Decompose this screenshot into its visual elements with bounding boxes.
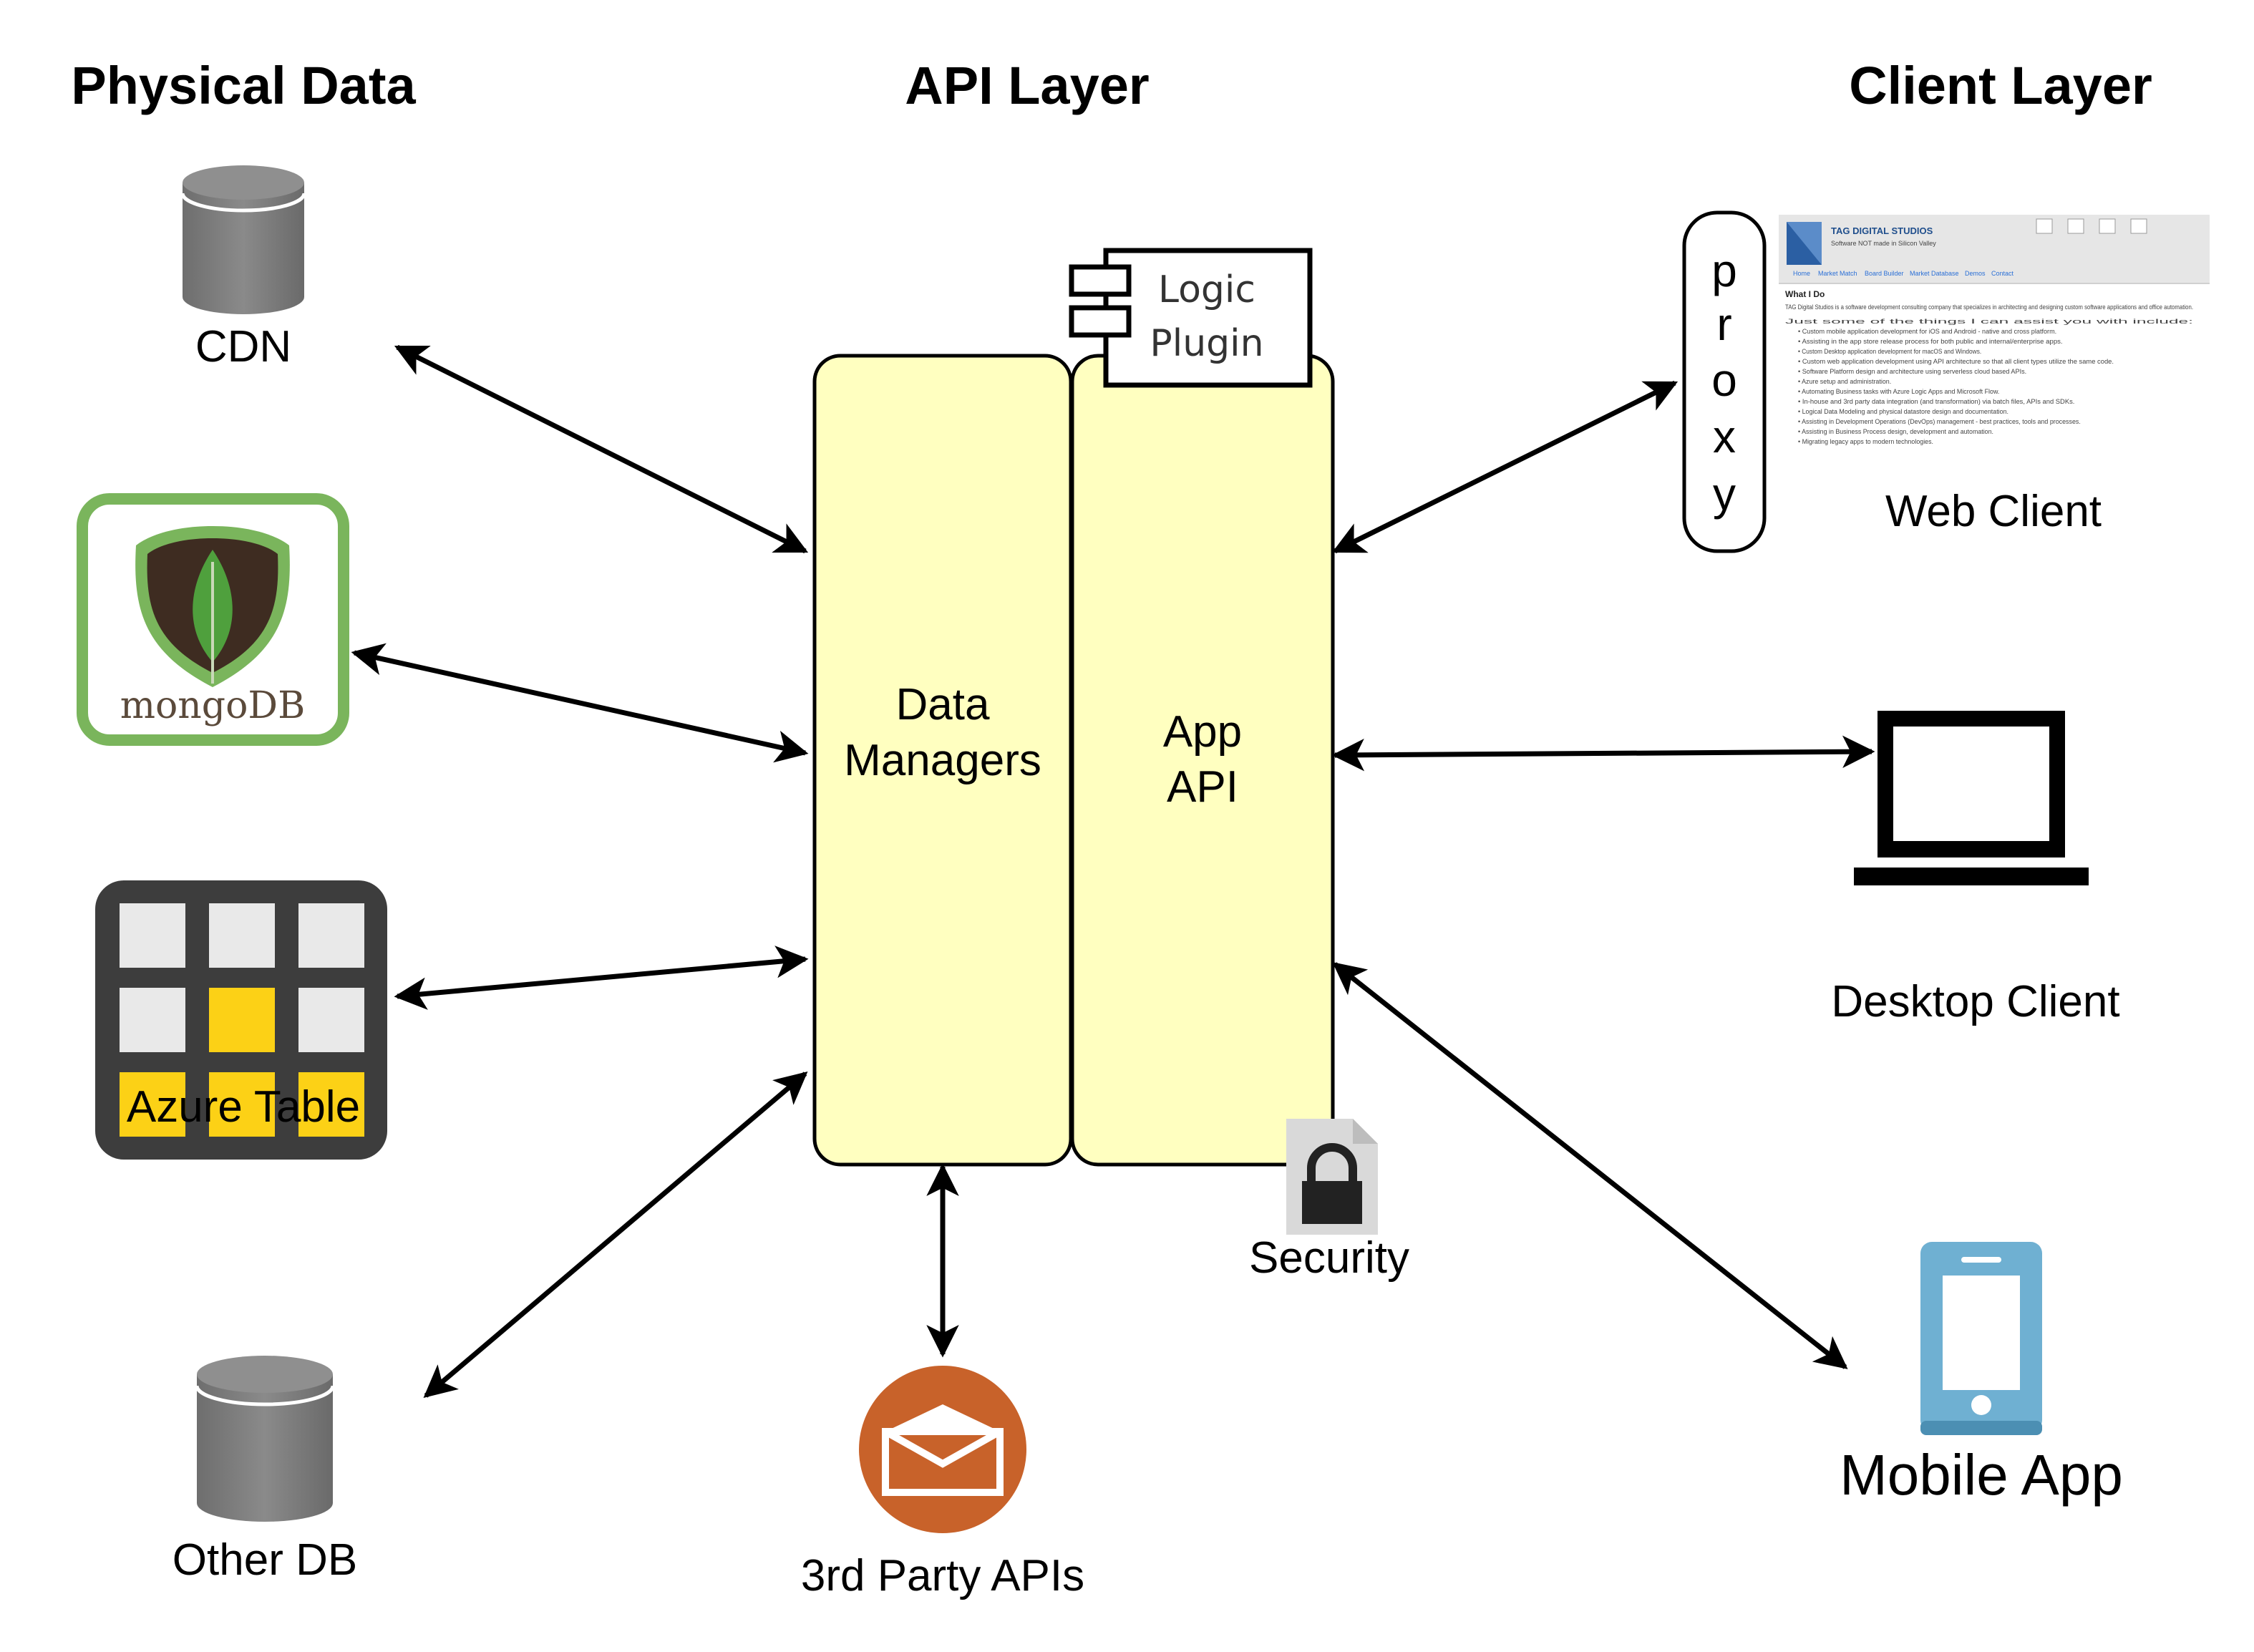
- proxy-letter: y: [1713, 468, 1736, 520]
- logic-plugin-component: [1069, 248, 1313, 388]
- arrow-cdn-data-managers: [394, 344, 809, 554]
- mongodb-icon: [77, 493, 349, 746]
- arrow-app-api-desktop: [1331, 735, 1875, 772]
- heading-api-layer: API Layer: [905, 56, 1149, 115]
- web-thumb-nav-item: Demos: [1965, 270, 1986, 277]
- web-client-thumbnail: TAG DIGITAL STUDIOS Software NOT made in…: [1779, 215, 2210, 465]
- web-thumb-bullet: • Custom mobile application development …: [1798, 328, 2056, 335]
- web-thumb-tagline: Software NOT made in Silicon Valley: [1831, 240, 1936, 247]
- desktop-client-label: Desktop Client: [1831, 977, 2119, 1026]
- azure-table-label: Azure Table: [127, 1082, 360, 1132]
- arrow-app-api-proxy: [1331, 380, 1679, 554]
- other-db-database-icon: [195, 1356, 335, 1522]
- web-thumb-bullet: • Azure setup and administration.: [1798, 378, 1891, 385]
- web-thumb-bullet: • Custom web application development usi…: [1798, 358, 2114, 365]
- security-label: Security: [1249, 1233, 1409, 1283]
- web-thumb-brand: TAG DIGITAL STUDIOS: [1831, 225, 1933, 236]
- proxy-letter: o: [1711, 354, 1737, 406]
- web-thumb-paragraph: TAG Digital Studios is a software develo…: [1785, 303, 2193, 311]
- heading-client-layer: Client Layer: [1849, 56, 2152, 115]
- azure-table-icon: [95, 880, 387, 1160]
- web-client-label: Web Client: [1885, 487, 2102, 536]
- arrow-azure-data-managers: [394, 946, 809, 1010]
- security-lock-icon: [1286, 1119, 1378, 1235]
- arrow-mongodb-data-managers: [351, 643, 809, 763]
- proxy-letter: p: [1711, 245, 1737, 296]
- envelope-icon: [859, 1366, 1026, 1533]
- laptop-icon: [1854, 711, 2089, 885]
- cdn-database-icon: [180, 165, 306, 314]
- web-thumb-nav-item: Board Builder: [1865, 270, 1904, 277]
- connectors: [351, 344, 1875, 1398]
- app-api-label-line2: API: [1167, 762, 1238, 812]
- app-api-box: [1070, 354, 1335, 1167]
- mobile-app-label: Mobile App: [1840, 1443, 2123, 1507]
- web-thumb-bullet: • Migrating legacy apps to modern techno…: [1798, 438, 1933, 445]
- logic-plugin-label-line1: Logic: [1158, 268, 1255, 311]
- arrow-app-api-mobile: [1332, 962, 1848, 1369]
- web-thumb-nav-item: Market Match: [1818, 270, 1857, 277]
- app-api-label-line1: App: [1163, 707, 1242, 757]
- web-thumb-nav-item: Contact: [1991, 270, 2014, 277]
- mongodb-label: mongoDB: [120, 684, 306, 727]
- web-thumb-nav-item: Market Database: [1910, 270, 1959, 277]
- other-db-label: Other DB: [173, 1535, 357, 1585]
- proxy-letter: r: [1716, 298, 1731, 350]
- web-thumb-heading: What I Do: [1785, 289, 1825, 299]
- web-thumb-bullet: • Software Platform design and architect…: [1798, 368, 2026, 375]
- web-thumb-bullet: • In-house and 3rd party data integratio…: [1798, 398, 2074, 405]
- web-thumb-bullet: • Assisting in Business Process design, …: [1798, 428, 1993, 435]
- web-thumb-paragraph: Just some of the things I can assist you…: [1785, 318, 2193, 325]
- web-thumb-bullet: • Automating Business tasks with Azure L…: [1798, 388, 1999, 395]
- data-managers-label-line1: Data: [896, 680, 990, 729]
- web-thumb-nav-item: Home: [1793, 270, 1810, 277]
- proxy-letter: x: [1713, 411, 1736, 462]
- logic-plugin-label-line2: Plugin: [1150, 322, 1263, 365]
- arrow-other-db-data-managers: [423, 1072, 808, 1398]
- cdn-label: CDN: [195, 322, 291, 371]
- mobile-phone-icon: [1920, 1242, 2042, 1435]
- web-thumb-bullet: • Assisting in Development Operations (D…: [1798, 418, 2081, 425]
- web-thumb-bullet: • Custom Desktop application development…: [1798, 348, 1981, 355]
- proxy-box: [1682, 210, 1767, 553]
- web-thumb-bullet: • Assisting in the app store release pro…: [1798, 338, 2063, 345]
- third-party-apis-label: 3rd Party APIs: [801, 1551, 1084, 1600]
- data-managers-label-line2: Managers: [844, 736, 1041, 785]
- web-thumb-bullet: • Logical Data Modeling and physical dat…: [1798, 408, 2008, 415]
- heading-physical-data: Physical Data: [71, 56, 416, 115]
